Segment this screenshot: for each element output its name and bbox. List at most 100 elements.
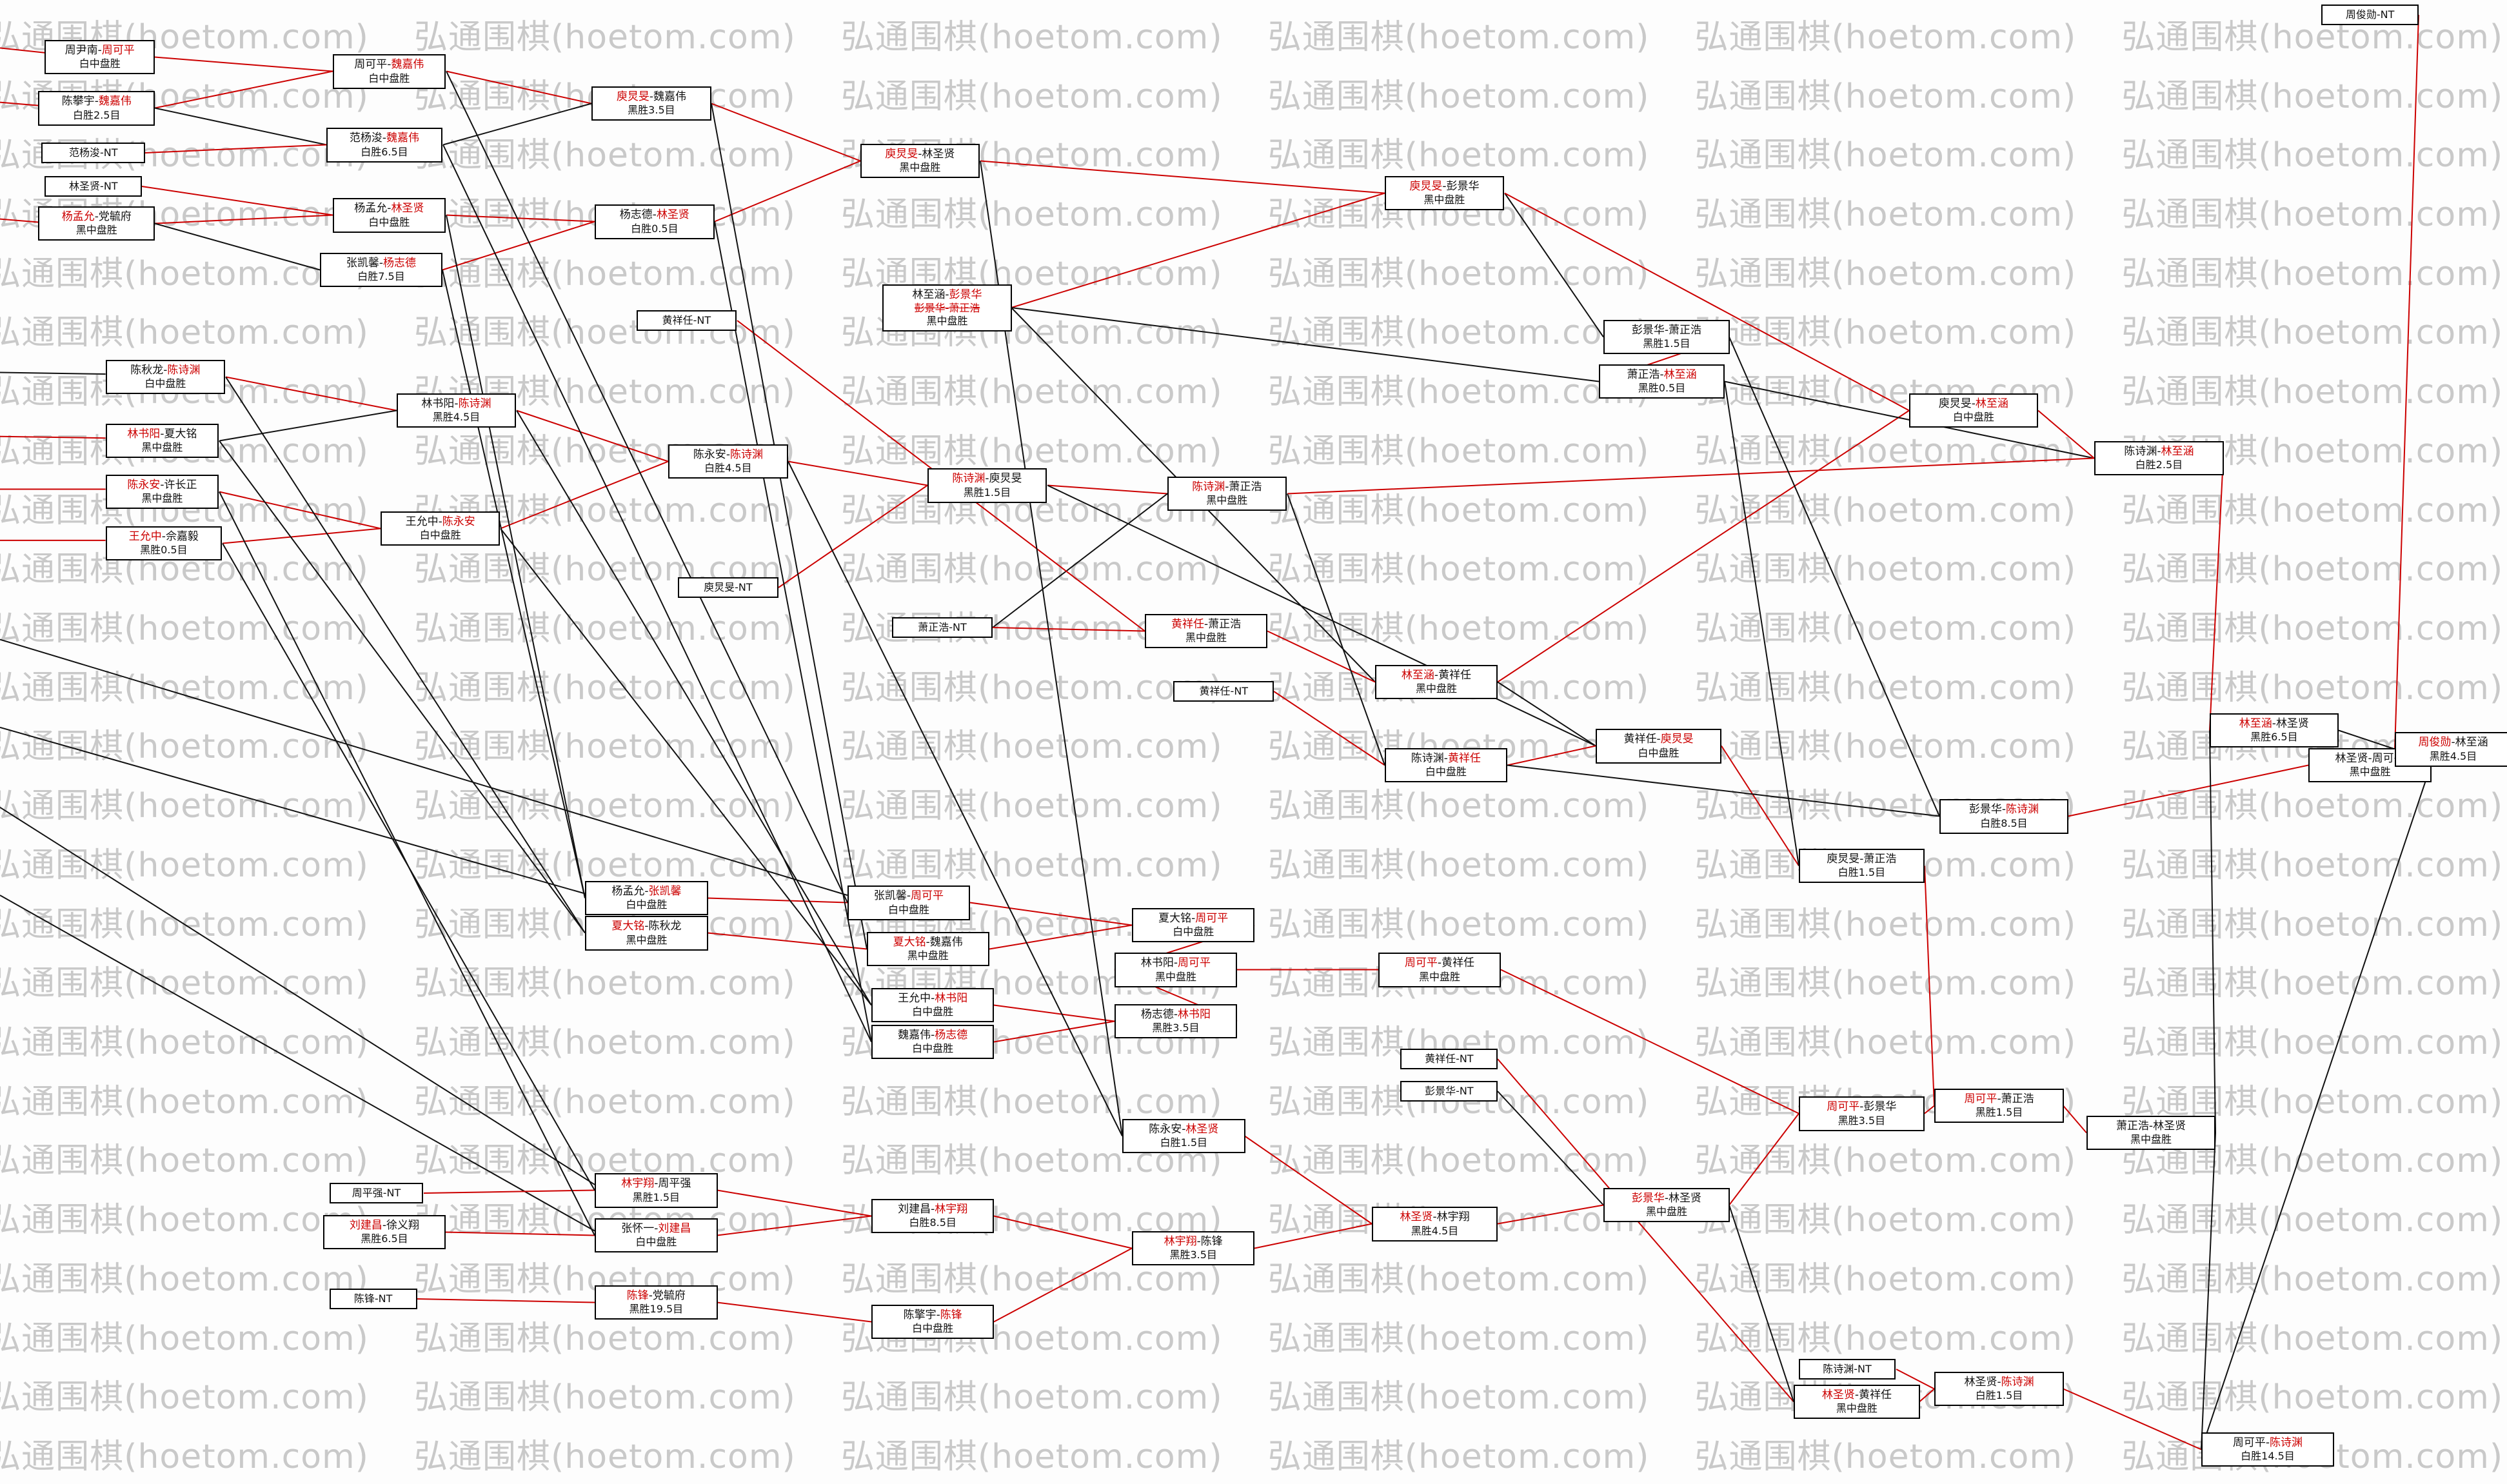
match-result: 白胜6.5目 bbox=[361, 145, 408, 158]
player-white: 魏嘉伟 bbox=[386, 132, 420, 145]
match-box-c3d[interactable]: 庾炅旻-NT bbox=[678, 577, 778, 598]
match-box-b09[interactable]: 林宇翔-陈锋黑胜3.5目 bbox=[1131, 1231, 1255, 1265]
match-box-c6b[interactable]: 陈诗渊-黄祥任白中盘胜 bbox=[1384, 748, 1508, 783]
watermark-text: 弘通围棋(hoetom.com) bbox=[1267, 787, 1650, 826]
match-box-n06[interactable]: 陈秋龙-陈诗渊白中盘胜 bbox=[105, 359, 226, 394]
match-box-r07[interactable]: 王允中-林书阳白中盘胜 bbox=[871, 987, 995, 1023]
match-box-c4a[interactable]: 庾炅旻-林圣贤黑中盘胜 bbox=[860, 144, 980, 179]
watermark-text: 弘通围棋(hoetom.com) bbox=[1267, 431, 1650, 471]
match-box-n05[interactable]: 杨孟允-党毓府黑中盘胜 bbox=[38, 206, 155, 241]
player-white: 林圣贤 bbox=[1185, 1123, 1219, 1136]
match-box-c8d[interactable]: 林圣贤-黄祥任黑中盘胜 bbox=[1794, 1384, 1920, 1419]
watermark-text: 弘通围棋(hoetom.com) bbox=[1694, 1142, 2077, 1181]
match-title: 黄祥任-NT bbox=[1199, 684, 1249, 697]
match-box-n14[interactable]: 林书阳-陈诗渊黑胜4.5目 bbox=[396, 393, 517, 428]
match-box-c4c[interactable]: 陈诗渊-庾炅旻黑胜1.5目 bbox=[927, 468, 1047, 503]
match-title: 黄祥任-庾炅旻 bbox=[1623, 733, 1694, 746]
match-box-c11a[interactable]: 林至涵-林圣贤黑胜6.5目 bbox=[2209, 713, 2339, 747]
match-box-b06[interactable]: 陈锋-党毓府黑胜19.5目 bbox=[595, 1285, 718, 1320]
match-box-c6c[interactable]: 周可平-黄祥任黑中盘胜 bbox=[1378, 953, 1501, 987]
match-box-r03[interactable]: 张凯馨-周可平白中盘胜 bbox=[847, 885, 971, 920]
match-box-c9a[interactable]: 庾炅旻-林至涵白中盘胜 bbox=[1908, 393, 2039, 428]
match-box-n11[interactable]: 范杨浚-魏嘉伟白胜6.5目 bbox=[326, 128, 443, 163]
match-result: 白中盘胜 bbox=[912, 1042, 954, 1055]
match-box-b02[interactable]: 刘建昌-徐义翔黑胜6.5目 bbox=[322, 1214, 446, 1250]
player-black: 陈诗渊 bbox=[952, 472, 986, 486]
match-box-r05[interactable]: 夏大铭-周可平白中盘胜 bbox=[1131, 907, 1255, 943]
match-box-c8a[interactable]: 庾炅旻-萧正浩白胜1.5目 bbox=[1798, 849, 1925, 884]
match-box-c4b[interactable]: 林至涵-彭景华彭景华-萧正浩黑中盘胜 bbox=[882, 284, 1012, 331]
match-box-c9b[interactable]: 陈诗渊-林至涵白胜2.5目 bbox=[2094, 441, 2224, 476]
match-box-n04[interactable]: 林圣贤-NT bbox=[45, 175, 143, 197]
match-box-c7c[interactable]: 黄祥任-庾炅旻白中盘胜 bbox=[1595, 729, 1722, 764]
match-box-b03[interactable]: 陈锋-NT bbox=[329, 1288, 417, 1309]
watermark-text: 弘通围棋(hoetom.com) bbox=[840, 1082, 1223, 1122]
match-box-b01[interactable]: 周平强-NT bbox=[329, 1183, 424, 1204]
match-box-c4d[interactable]: 萧正浩-NT bbox=[892, 617, 993, 638]
match-title: 林至涵-黄祥任 bbox=[1401, 669, 1472, 682]
match-box-c9d[interactable]: 周可平-萧正浩黑胜1.5目 bbox=[1934, 1089, 2064, 1123]
match-title: 魏嘉伟-杨志德 bbox=[898, 1028, 968, 1042]
player-black: 周可平 bbox=[1827, 1100, 1860, 1114]
match-result: 黑中盘胜 bbox=[141, 492, 183, 505]
match-box-c3b[interactable]: 杨志德-林圣贤白胜0.5目 bbox=[595, 204, 715, 239]
match-box-b08[interactable]: 陈擎宇-陈锋白中盘胜 bbox=[871, 1304, 995, 1339]
match-box-c5d[interactable]: 陈诗渊-萧正浩黑中盘胜 bbox=[1167, 476, 1287, 511]
match-box-c7d[interactable]: 彭景华-林圣贤黑中盘胜 bbox=[1603, 1187, 1730, 1222]
match-box-c8b[interactable]: 周可平-彭景华黑胜3.5目 bbox=[1798, 1096, 1925, 1131]
player-white: 佘嘉毅 bbox=[165, 529, 199, 543]
match-box-r10[interactable]: 陈永安-林圣贤白胜1.5目 bbox=[1122, 1119, 1245, 1154]
match-box-r09[interactable]: 杨志德-林书阳黑胜3.5目 bbox=[1114, 1004, 1238, 1038]
match-box-r08[interactable]: 魏嘉伟-杨志德白中盘胜 bbox=[871, 1024, 995, 1060]
match-box-c3a[interactable]: 庾炅旻-魏嘉伟黑胜3.5目 bbox=[591, 86, 711, 121]
match-box-n15[interactable]: 王允中-陈永安白中盘胜 bbox=[380, 511, 500, 546]
match-box-n12[interactable]: 杨孟允-林圣贤白中盘胜 bbox=[332, 198, 446, 233]
match-box-c8c[interactable]: 陈诗渊-NT bbox=[1798, 1358, 1896, 1380]
match-title: 陈诗渊-庾炅旻 bbox=[952, 472, 1022, 486]
player-white: 夏大铭 bbox=[164, 427, 197, 440]
player-black: 庾炅旻 bbox=[1409, 179, 1443, 193]
player-black: 王允中 bbox=[898, 991, 931, 1005]
match-box-c5b[interactable]: 黄祥任-萧正浩黑中盘胜 bbox=[1144, 613, 1268, 649]
match-box-n10[interactable]: 周可平-魏嘉伟白中盘胜 bbox=[332, 54, 446, 89]
player-white: 萧正浩 bbox=[1208, 617, 1242, 631]
match-box-r04[interactable]: 夏大铭-魏嘉伟黑中盘胜 bbox=[866, 932, 989, 967]
match-title: 萧正浩-NT bbox=[918, 620, 967, 633]
match-box-c9e[interactable]: 林圣贤-陈诗渊白胜1.5目 bbox=[1934, 1371, 2064, 1407]
player-black: 张凯馨 bbox=[346, 256, 379, 270]
match-box-c6f[interactable]: 林圣贤-林宇翔黑胜4.5目 bbox=[1371, 1207, 1498, 1242]
match-box-c7b[interactable]: 萧正浩-林至涵黑胜0.5目 bbox=[1598, 364, 1725, 399]
match-box-n16[interactable]: 陈永安-陈诗渊白胜4.5目 bbox=[668, 444, 788, 479]
match-box-c7a[interactable]: 彭景华-萧正浩黑胜1.5目 bbox=[1603, 319, 1730, 354]
match-box-c3c[interactable]: 黄祥任-NT bbox=[636, 310, 737, 331]
match-box-c5c[interactable]: 黄祥任-NT bbox=[1173, 680, 1274, 702]
player-black: 陈永安 bbox=[1149, 1123, 1182, 1136]
match-box-n07[interactable]: 林书阳-夏大铭黑中盘胜 bbox=[105, 423, 219, 459]
watermark-text: 弘通围棋(hoetom.com) bbox=[1267, 846, 1650, 885]
match-box-n09[interactable]: 王允中-佘嘉毅黑胜0.5目 bbox=[105, 526, 223, 560]
match-box-c10b[interactable]: 周可平-陈诗渊白胜14.5目 bbox=[2201, 1432, 2334, 1467]
watermark-text: 弘通围棋(hoetom.com) bbox=[1267, 77, 1650, 116]
match-box-c9c[interactable]: 彭景华-陈诗渊白胜8.5目 bbox=[1939, 799, 2069, 834]
match-box-n13[interactable]: 张凯馨-杨志德白胜7.5目 bbox=[319, 252, 443, 287]
match-box-r06[interactable]: 林书阳-周可平黑中盘胜 bbox=[1114, 953, 1238, 987]
match-box-n02[interactable]: 陈攀宇-魏嘉伟白胜2.5目 bbox=[38, 91, 155, 126]
match-box-n08[interactable]: 陈永安-许长正黑中盘胜 bbox=[105, 475, 219, 510]
match-box-c6a[interactable]: 林至涵-黄祥任黑中盘胜 bbox=[1374, 665, 1498, 700]
watermark-text: 弘通围棋(hoetom.com) bbox=[840, 846, 1223, 885]
match-box-c5a[interactable]: 庾炅旻-彭景华黑中盘胜 bbox=[1384, 175, 1505, 210]
match-box-b04[interactable]: 林宇翔-周平强黑胜1.5目 bbox=[595, 1173, 718, 1208]
match-box-c6d[interactable]: 黄祥任-NT bbox=[1400, 1049, 1498, 1070]
match-box-n03[interactable]: 范杨浚-NT bbox=[41, 142, 146, 163]
match-box-r02[interactable]: 夏大铭-陈秋龙黑中盘胜 bbox=[585, 916, 708, 951]
match-box-c6e[interactable]: 彭景华-NT bbox=[1400, 1080, 1498, 1102]
match-box-c10a[interactable]: 萧正浩-林圣贤黑中盘胜 bbox=[2086, 1116, 2216, 1151]
match-result: 白中盘胜 bbox=[1425, 766, 1467, 778]
match-box-b05[interactable]: 张怀一-刘建昌白中盘胜 bbox=[595, 1218, 718, 1253]
match-box-n01[interactable]: 周尹南-周可平白中盘胜 bbox=[45, 39, 155, 75]
match-box-c12a[interactable]: 周俊勋-林至涵黑胜4.5目 bbox=[2395, 732, 2507, 767]
match-box-r01[interactable]: 杨孟允-张凯馨白中盘胜 bbox=[585, 880, 708, 916]
match-box-c12b[interactable]: 周俊勋-NT bbox=[2321, 5, 2419, 26]
match-box-b07[interactable]: 刘建昌-林宇翔白胜8.5目 bbox=[871, 1199, 995, 1234]
match-result: 白中盘胜 bbox=[1952, 411, 1994, 424]
